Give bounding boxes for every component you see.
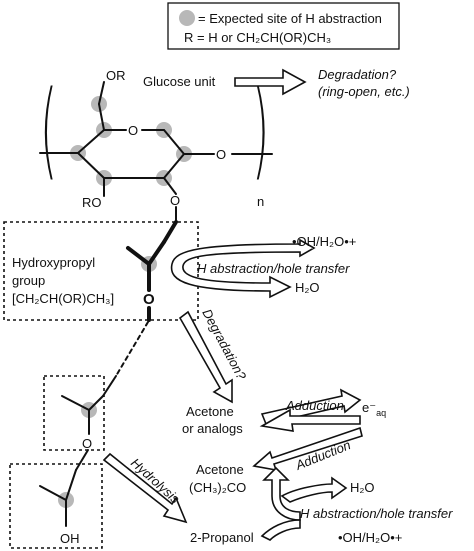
degradation-top-line2: (ring-open, etc.) bbox=[318, 84, 410, 99]
lower-bonds-2 bbox=[39, 449, 89, 527]
hydroxypropyl-oxygen: O bbox=[143, 291, 155, 308]
glycosidic-oxygen: O bbox=[216, 147, 226, 162]
legend-site-marker bbox=[179, 10, 195, 26]
h-abstraction-bottom-label: H abstraction/hole transfer bbox=[300, 506, 453, 521]
electron-label: e⁻aq bbox=[362, 400, 386, 418]
lower-box-2 bbox=[9, 463, 103, 549]
hydroxypropyl-bonds bbox=[126, 220, 178, 322]
degradation-arrow-mid bbox=[178, 310, 233, 404]
acetone-line1: Acetone bbox=[196, 462, 244, 477]
lower-oxygen: O bbox=[82, 436, 92, 451]
propanol-label: 2-Propanol bbox=[190, 530, 254, 545]
degradation-arrow-top bbox=[234, 68, 307, 96]
degradation-top-line1: Degradation? bbox=[318, 67, 397, 82]
hydroxypropyl-line1: Hydroxypropyl bbox=[12, 255, 95, 270]
legend-line1: = Expected site of H abstraction bbox=[198, 11, 382, 26]
h-abstraction-arrow-water bbox=[280, 476, 348, 503]
right-parenthesis: ) bbox=[252, 69, 269, 192]
hydrolysis-arrow bbox=[102, 452, 188, 524]
repeat-subscript-n: n bbox=[257, 194, 264, 209]
hydroxypropyl-line3: [CH₂CH(OR)CH₃] bbox=[12, 291, 114, 306]
left-parenthesis: ( bbox=[40, 69, 57, 192]
or-substituent: OR bbox=[106, 68, 126, 83]
water-top: H₂O bbox=[295, 280, 320, 295]
h-abstraction-arrow-top bbox=[170, 238, 316, 299]
radical-top: •OH/H₂O•+ bbox=[292, 234, 356, 249]
h-abstraction-arrow-down bbox=[260, 519, 301, 541]
lower-bonds-1 bbox=[61, 375, 117, 435]
acetone-line2: (CH₃)₂CO bbox=[189, 480, 246, 495]
radical-bottom: •OH/H₂O•+ bbox=[338, 530, 402, 545]
glucose-unit-label: Glucose unit bbox=[143, 74, 216, 89]
ring-oxygen: O bbox=[128, 123, 138, 138]
dashed-linkage bbox=[115, 321, 149, 377]
legend-box bbox=[167, 2, 400, 50]
water-bottom: H₂O bbox=[350, 480, 375, 495]
adduction-arrow-bottom bbox=[252, 426, 363, 472]
ro-substituent: RO bbox=[82, 195, 102, 210]
acetone-analogs-line2: or analogs bbox=[182, 421, 243, 436]
adduction-return-arrow bbox=[259, 408, 361, 432]
c2-oxygen: O bbox=[170, 193, 180, 208]
h-abstraction-arrow-up bbox=[262, 466, 301, 521]
degradation-mid-label: Degradation? bbox=[199, 306, 249, 383]
legend-line2: R = H or CH₂CH(OR)CH₃ bbox=[184, 30, 331, 45]
lower-box-1 bbox=[43, 375, 105, 451]
glucose-ring bbox=[39, 81, 273, 223]
hydroxypropyl-box bbox=[3, 221, 199, 321]
h-abstraction-top-label: H abstraction/hole transfer bbox=[197, 261, 350, 276]
acetone-analogs-line1: Acetone bbox=[186, 404, 234, 419]
adduction-top-label: Adduction bbox=[285, 398, 344, 413]
hydroxypropyl-line2: group bbox=[12, 273, 45, 288]
hydroxyl-oh: OH bbox=[60, 531, 80, 546]
